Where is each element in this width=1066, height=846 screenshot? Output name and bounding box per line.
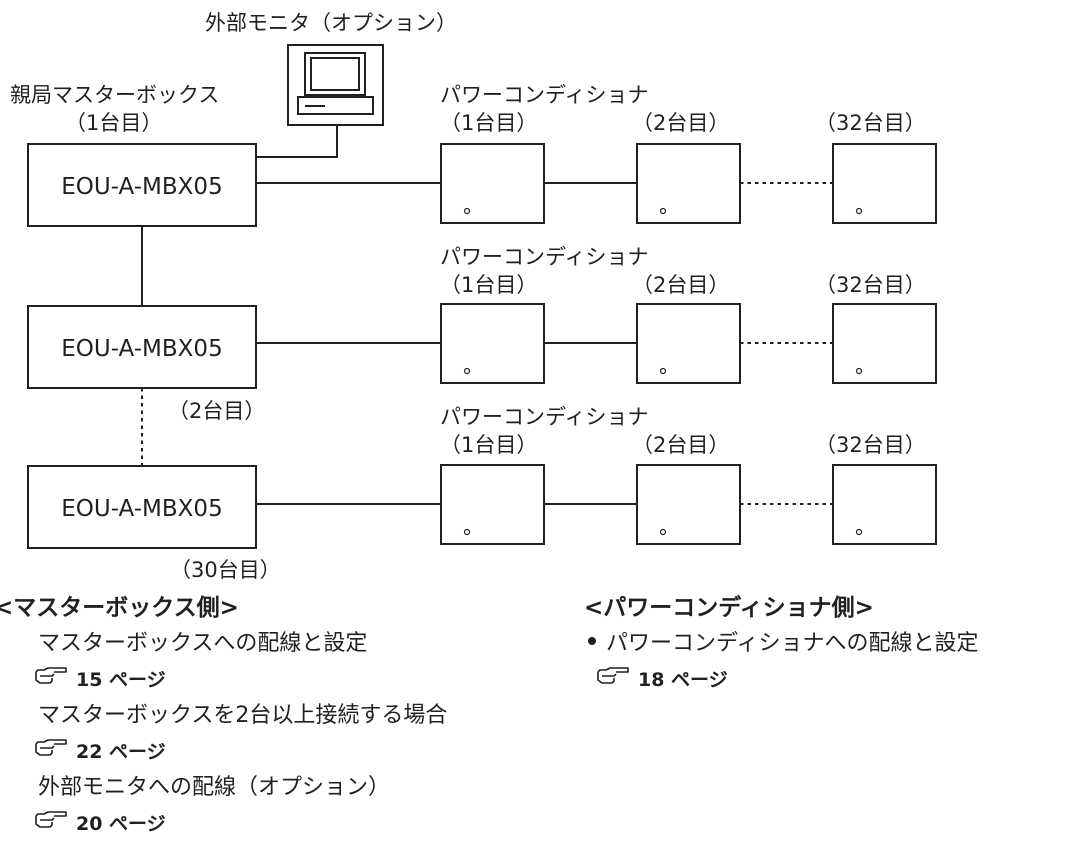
master-side-ref-2[interactable]: 22 ページ <box>0 734 447 770</box>
pc-3-32-unit-label: （32台目） <box>815 433 926 457</box>
master-box-1-model: EOU-A-MBX05 <box>61 174 222 200</box>
power-conditioner-side-ref-1[interactable]: 18 ページ <box>584 662 978 698</box>
power-conditioner-2-1 <box>440 303 545 384</box>
master-box-1: EOU-A-MBX05 <box>27 143 257 227</box>
external-monitor-label: 外部モニタ（オプション） <box>205 11 457 35</box>
master-box-1-unit-label: （1台目） <box>65 111 162 135</box>
master-box-30: EOU-A-MBX05 <box>27 465 257 549</box>
system-wiring-diagram: 外部モニタ（オプション） 親局マスターボックス （1台目） EOU-A-MBX0… <box>10 11 937 582</box>
power-conditioner-group-3-label: パワーコンディショナ <box>440 405 649 429</box>
power-conditioner-side-notes: <パワーコンディショナ側> パワーコンディショナへの配線と設定 18 ページ <box>584 590 978 698</box>
power-conditioner-1-32 <box>832 143 937 224</box>
master-side-notes: <マスターボックス側> マスターボックスへの配線と設定 15 ページ マスターボ… <box>0 590 447 842</box>
page-reference: 15 ページ <box>76 669 166 691</box>
pc-1-2-unit-label: （2台目） <box>632 111 729 135</box>
pointing-hand-icon <box>34 734 68 770</box>
pointing-hand-icon <box>34 662 68 698</box>
page-reference: 22 ページ <box>76 741 166 763</box>
power-conditioner-3-2 <box>636 464 741 545</box>
pc-2-1-unit-label: （1台目） <box>440 273 537 297</box>
power-conditioner-2-2 <box>636 303 741 384</box>
page-reference: 20 ページ <box>76 813 166 835</box>
pc-3-1-unit-label: （1台目） <box>440 433 537 457</box>
pc-2-32-unit-label: （32台目） <box>815 273 926 297</box>
power-conditioner-side-note-1: パワーコンディショナへの配線と設定 <box>584 626 978 662</box>
power-conditioner-2-32 <box>832 303 937 384</box>
power-conditioner-group-2-label: パワーコンディショナ <box>440 245 649 269</box>
power-conditioner-1-2 <box>636 143 741 224</box>
pc-3-2-unit-label: （2台目） <box>632 433 729 457</box>
master-box-2-unit-label: （2台目） <box>168 399 265 423</box>
bullet-icon <box>588 637 596 645</box>
pointing-hand-icon <box>596 662 630 698</box>
master-box-2: EOU-A-MBX05 <box>27 305 257 389</box>
power-conditioner-1-1 <box>440 143 545 224</box>
pointing-hand-icon <box>34 806 68 842</box>
master-side-ref-1[interactable]: 15 ページ <box>0 662 447 698</box>
master-side-note-1: マスターボックスへの配線と設定 <box>38 631 368 656</box>
external-monitor-icon <box>287 44 384 126</box>
power-conditioner-group-1-label: パワーコンディショナ <box>440 83 649 107</box>
master-box-2-model: EOU-A-MBX05 <box>61 336 222 362</box>
pc-1-32-unit-label: （32台目） <box>815 111 926 135</box>
master-side-ref-3[interactable]: 20 ページ <box>0 806 447 842</box>
power-conditioner-side-heading: <パワーコンディショナ側> <box>584 595 874 621</box>
master-side-heading: <マスターボックス側> <box>0 595 239 621</box>
monitor-connection-line <box>256 125 338 158</box>
master-side-note-2: マスターボックスを2台以上接続する場合 <box>38 703 448 728</box>
parent-master-box-label: 親局マスターボックス <box>10 83 219 107</box>
master-box-30-unit-label: （30台目） <box>170 558 281 582</box>
page-reference: 18 ページ <box>638 669 728 691</box>
pc-1-1-unit-label: （1台目） <box>440 111 537 135</box>
master-box-30-model: EOU-A-MBX05 <box>61 496 222 522</box>
pc-2-2-unit-label: （2台目） <box>632 273 729 297</box>
power-conditioner-3-32 <box>832 464 937 545</box>
power-conditioner-3-1 <box>440 464 545 545</box>
master-side-note-3: 外部モニタへの配線（オプション） <box>38 775 391 800</box>
